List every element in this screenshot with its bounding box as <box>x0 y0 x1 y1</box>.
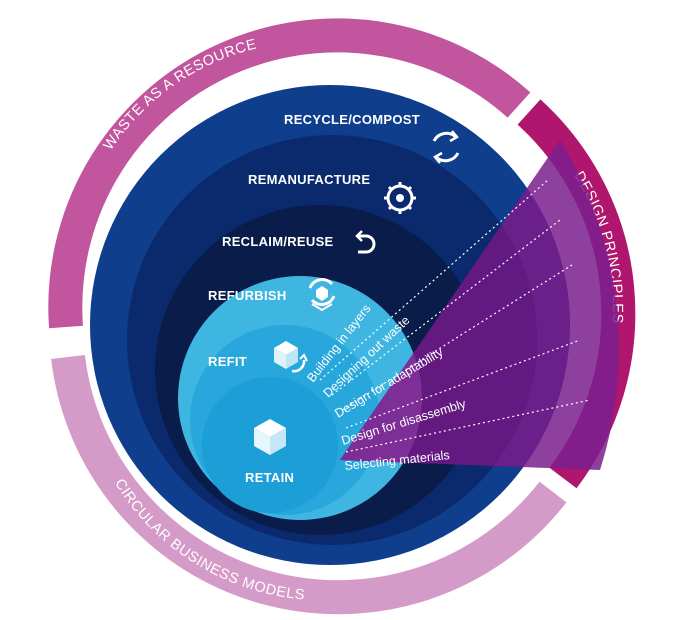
return-arrow-icon <box>355 230 376 254</box>
refit-label: REFIT <box>208 354 247 369</box>
circular-business-models-ring <box>51 354 567 615</box>
recycle-icon <box>432 130 460 164</box>
box-icon <box>254 419 286 455</box>
gear-icon <box>384 182 416 214</box>
refurbish-icon <box>308 278 336 312</box>
recycle-compost-label: RECYCLE/COMPOST <box>284 112 420 127</box>
principle-rays <box>319 179 591 453</box>
waste-as-a-resource-ring <box>48 18 531 329</box>
refurbish-label: REFURBISH <box>208 288 287 303</box>
reclaim-reuse-label: RECLAIM/REUSE <box>222 234 334 249</box>
remanufacture-label: REMANUFACTURE <box>248 172 370 187</box>
retain-label: RETAIN <box>245 470 294 485</box>
box-arrow-icon <box>274 341 308 373</box>
